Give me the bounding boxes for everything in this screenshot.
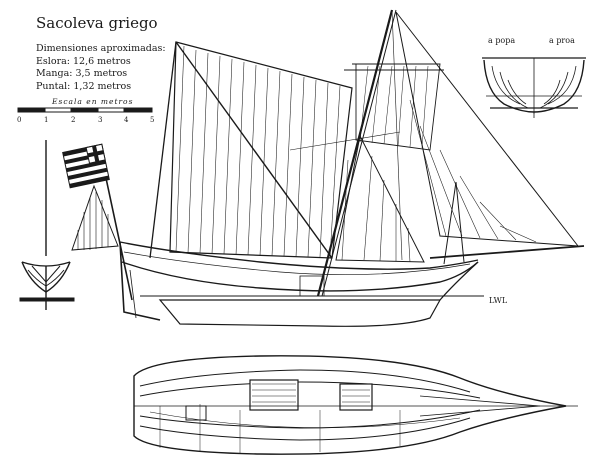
- hull-section-view: [482, 57, 586, 118]
- dimension-manga: Manga: 3,5 metros: [36, 68, 128, 79]
- hull-profile: [119, 241, 479, 327]
- scale-tick-label: 4: [124, 116, 129, 124]
- scale-bar: [17, 107, 153, 113]
- label-bow: a proa: [549, 36, 575, 45]
- scale-tick-label: 1: [44, 116, 49, 124]
- dimensions-block: Dimensiones aproximadas: Eslora: 12,6 me…: [36, 43, 166, 93]
- scale-tick-label: 5: [150, 116, 155, 124]
- label-waterline: LWL: [489, 296, 508, 305]
- dimension-puntal: Puntal: 1,32 metros: [36, 80, 132, 92]
- main-mast: [316, 9, 444, 297]
- scale-label: Escala en metros: [52, 97, 134, 106]
- dimension-eslora: Eslora: 12,6 metros: [36, 55, 131, 67]
- scale-tick-label: 0: [17, 116, 22, 124]
- deck-plan-view: [133, 355, 578, 455]
- scale-tick-label: 3: [98, 116, 103, 124]
- drawing-title: Sacoleva griego: [36, 14, 158, 32]
- greek-flag-icon: [62, 143, 133, 301]
- scale-tick-label: 2: [71, 116, 76, 124]
- mizzen-sail: [71, 184, 119, 251]
- dimensions-heading: Dimensiones aproximadas:: [36, 43, 166, 54]
- main-sail: [149, 41, 353, 259]
- bow-view: [19, 140, 75, 310]
- label-stern: a popa: [488, 36, 516, 45]
- headsails: [289, 9, 580, 265]
- bowsprit: [429, 245, 585, 259]
